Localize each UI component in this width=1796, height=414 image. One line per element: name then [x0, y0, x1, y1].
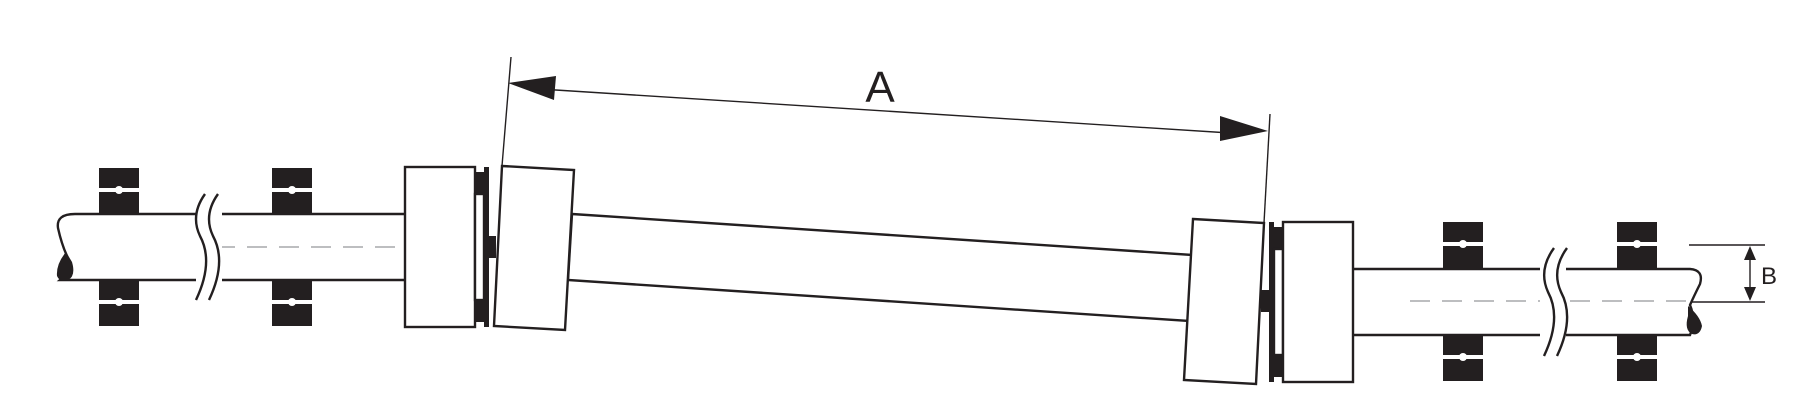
- left-bearing-1: [99, 168, 139, 326]
- intermediate-shaft: [492, 164, 1266, 386]
- arrowhead-up: [1744, 246, 1756, 260]
- right-bearing-2: [1617, 222, 1657, 381]
- arrowhead-left: [508, 76, 556, 100]
- arrowhead-right: [1220, 116, 1268, 141]
- dimension-line-a: [539, 88, 1231, 134]
- extension-line-left: [501, 56, 512, 167]
- dimension-b: B: [1689, 244, 1777, 303]
- right-shaft: [1353, 247, 1703, 357]
- left-bearing-2: [272, 168, 312, 326]
- right-coupling-flange: [1182, 217, 1266, 386]
- dimension-b-label: B: [1761, 263, 1777, 290]
- extension-line-right: [1263, 113, 1271, 224]
- right-bearing-1: [1443, 222, 1483, 381]
- left-coupling-flange: [492, 164, 576, 332]
- left-coupling-hub: [403, 165, 496, 329]
- dimension-a: A: [501, 56, 1271, 224]
- left-shaft: [56, 193, 470, 302]
- arrowhead-down: [1744, 287, 1756, 301]
- dimension-a-label: A: [865, 63, 895, 112]
- right-coupling-hub: [1261, 220, 1355, 384]
